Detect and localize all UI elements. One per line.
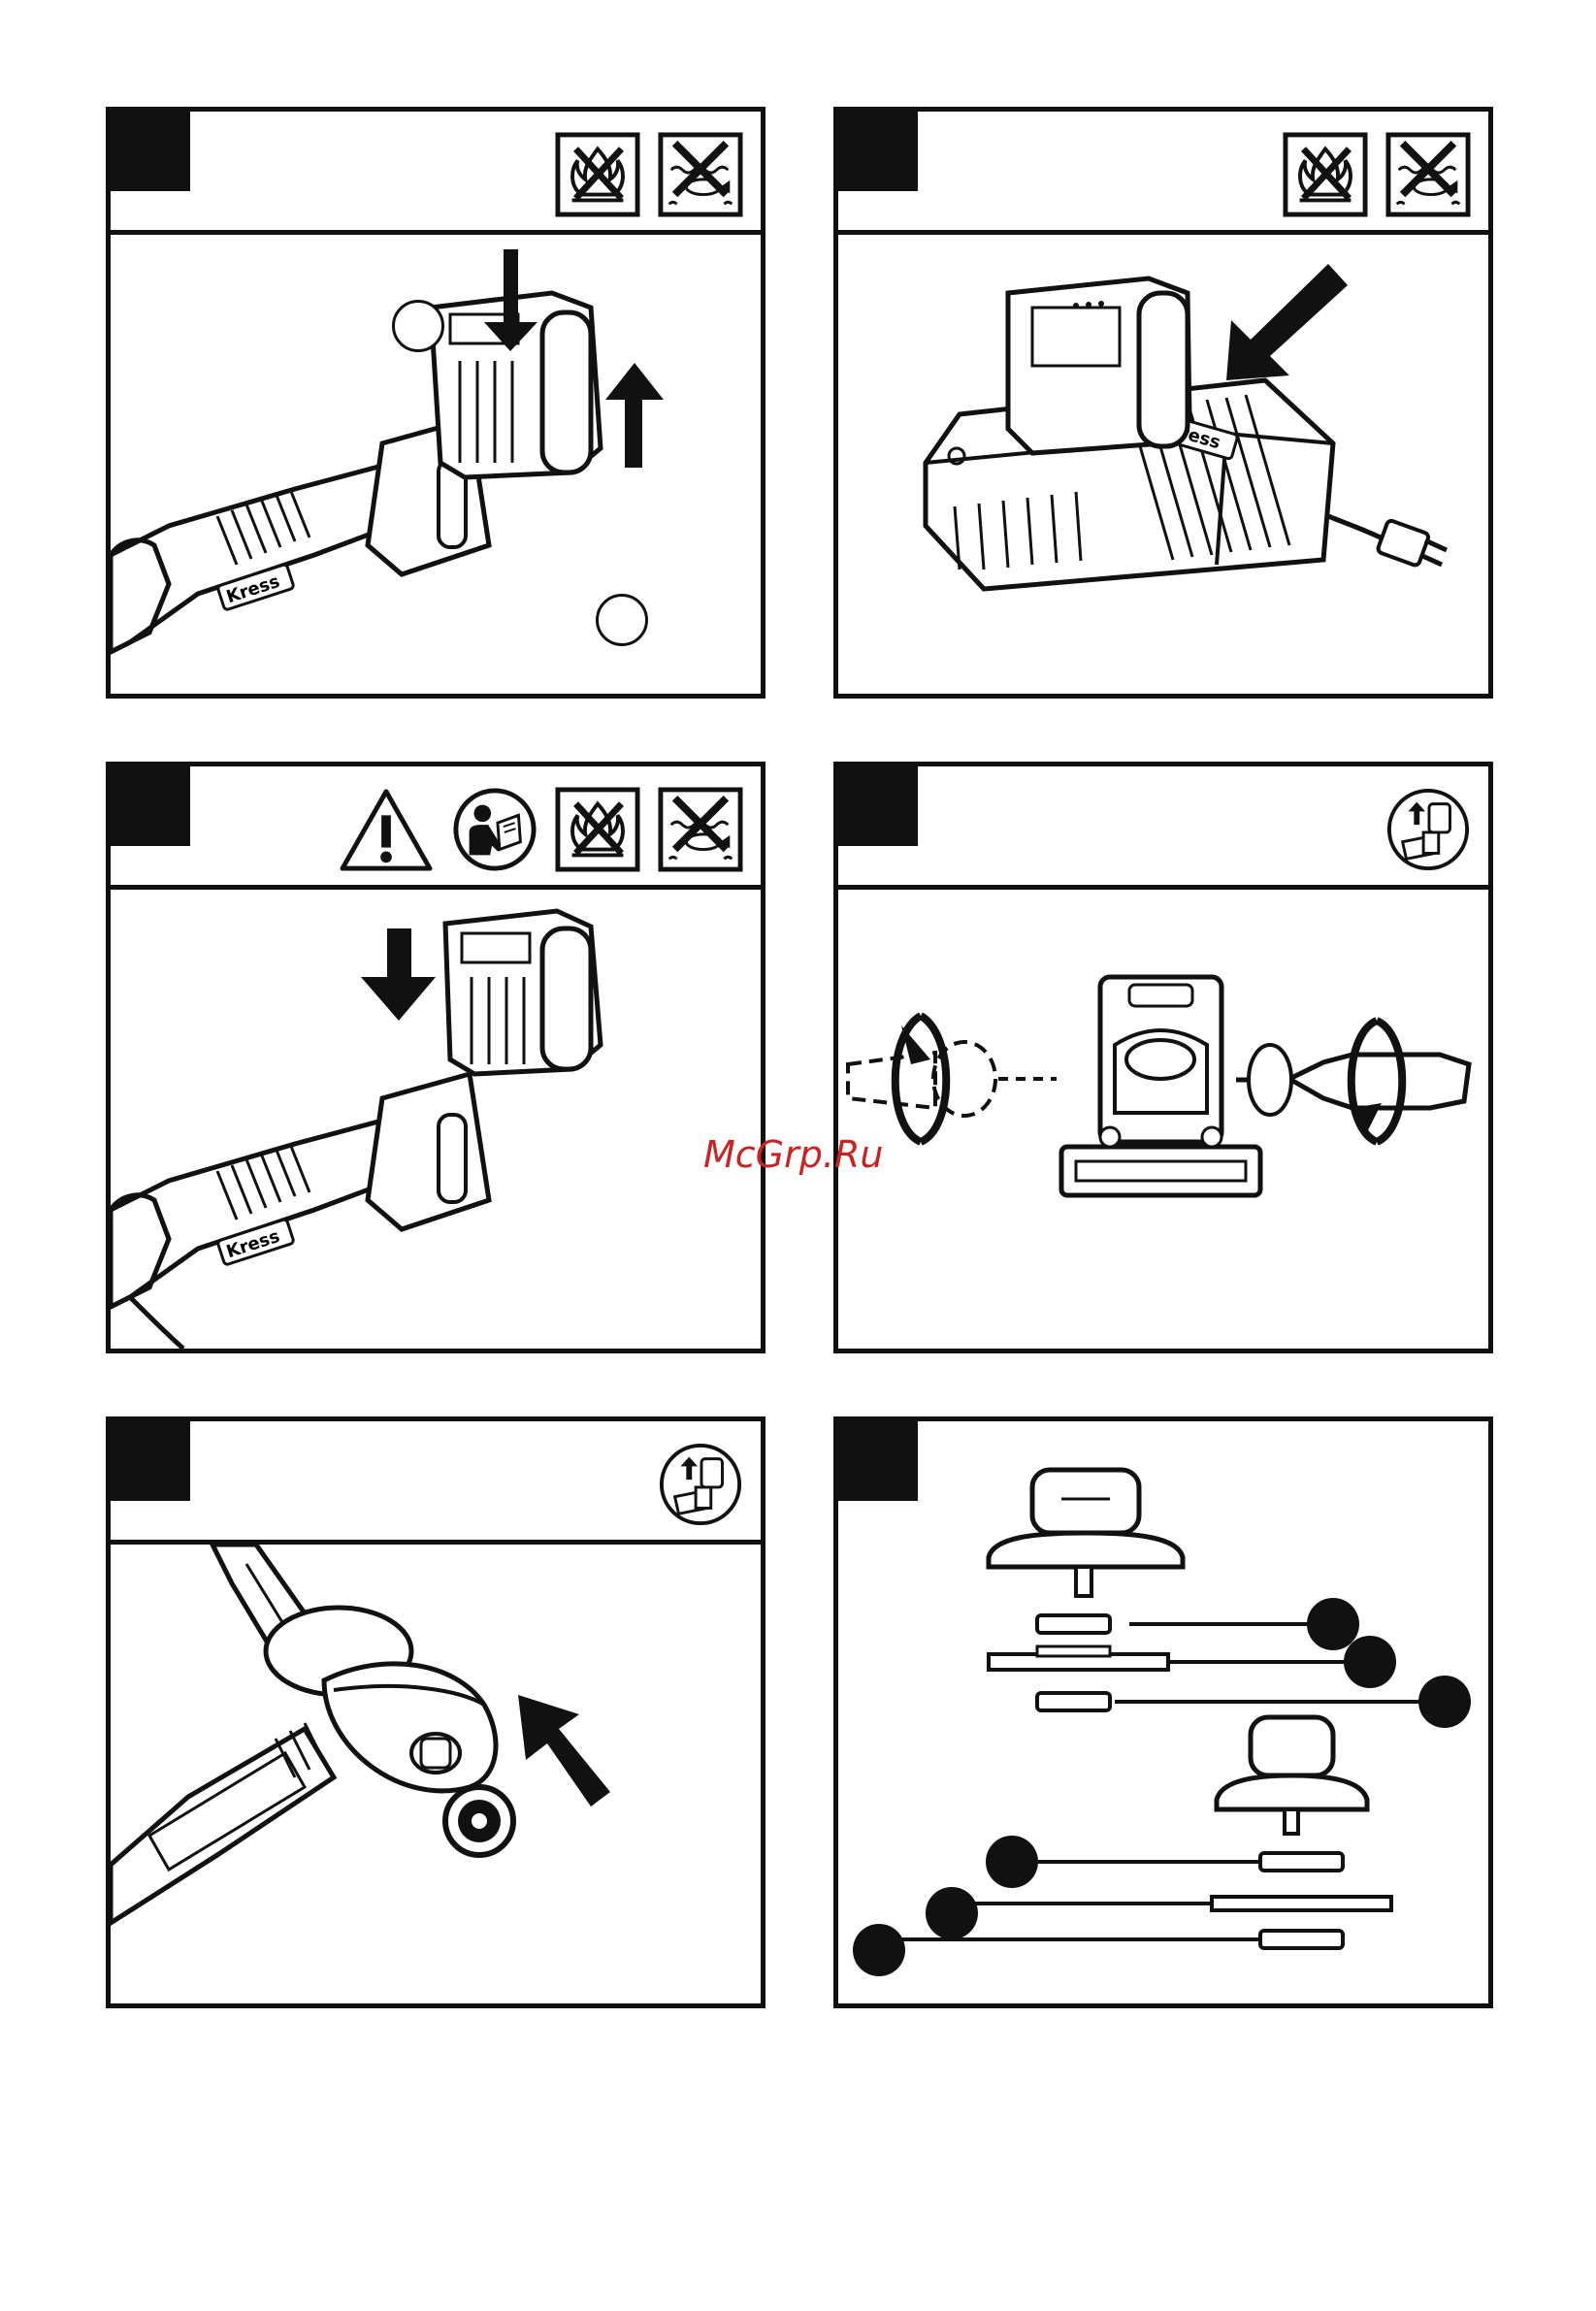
step-number-block <box>111 1421 190 1501</box>
warning-triangle-icon <box>338 787 435 872</box>
panel-header <box>838 766 1488 890</box>
panel-illustration: Kress <box>111 890 761 1349</box>
callout-5 <box>926 1887 978 1939</box>
panel-header <box>838 112 1488 235</box>
remove-battery-icon <box>658 1442 743 1527</box>
panel-battery-install-remove: Kress <box>106 107 765 699</box>
panel-battery-charging: Kress <box>833 107 1493 699</box>
callout-circle-1 <box>392 300 444 352</box>
panel-header <box>111 112 761 235</box>
step-number-block <box>111 112 190 191</box>
no-fire-icon <box>555 132 640 217</box>
panel-header <box>111 1421 761 1545</box>
panel-guard-install <box>106 1416 765 2008</box>
no-water-icon <box>1385 132 1471 217</box>
no-water-icon <box>658 787 743 872</box>
battery-insert-illustration: Kress <box>111 890 761 1349</box>
no-water-icon <box>658 132 743 217</box>
battery-install-illustration: Kress <box>111 235 761 694</box>
step-number-block <box>838 766 918 846</box>
step-number-block <box>838 112 918 191</box>
panel-illustration <box>838 1421 1488 2003</box>
guard-install-illustration <box>111 1545 761 2003</box>
auxiliary-handle-illustration <box>838 890 1488 1349</box>
panel-illustration: Kress <box>111 235 761 694</box>
remove-battery-icon <box>1385 787 1471 872</box>
step-number-block <box>111 766 190 846</box>
panel-battery-insert: Kress <box>106 762 765 1353</box>
charger-illustration: Kress <box>838 235 1488 694</box>
no-fire-icon <box>555 787 640 872</box>
panel-auxiliary-handle <box>833 762 1493 1353</box>
callout-2 <box>1344 1636 1396 1688</box>
read-manual-icon <box>452 787 537 872</box>
panel-illustration <box>111 1545 761 2003</box>
no-fire-icon <box>1283 132 1368 217</box>
panel-header <box>111 766 761 890</box>
callout-6 <box>853 1924 905 1976</box>
panel-illustration: Kress <box>838 235 1488 694</box>
watermark-text: McGrp.Ru <box>703 1133 883 1176</box>
panel-illustration <box>838 890 1488 1349</box>
callout-3 <box>1418 1676 1471 1728</box>
callout-circle-2 <box>596 594 648 646</box>
panel-flange-disc-assembly <box>833 1416 1493 2008</box>
callout-4 <box>986 1836 1038 1888</box>
